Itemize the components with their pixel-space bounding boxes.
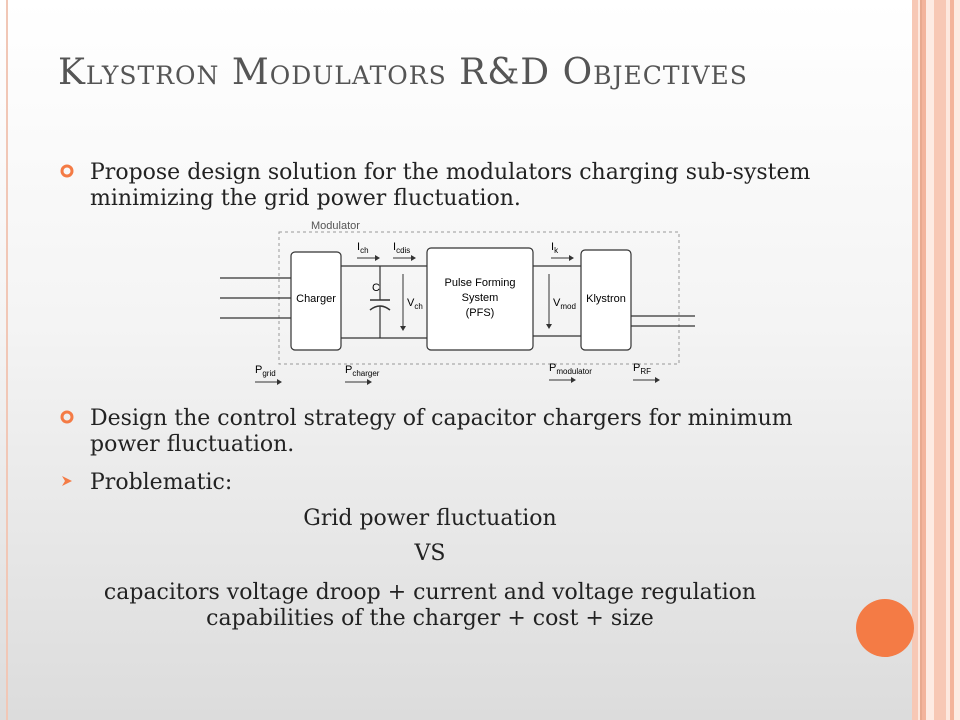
pfs-block: [426, 247, 534, 351]
klystron-block: [580, 249, 632, 351]
circle-bullet-icon: [60, 410, 74, 424]
modulator-block-diagram: Modulator Charger Ich Icdis C Vch Pulse …: [220, 220, 695, 385]
pfs-label-line3: (PFS): [466, 307, 495, 319]
decorative-side-line: [920, 0, 922, 720]
p-charger-label: Pcharger: [345, 364, 380, 378]
p-grid-label: Pgrid: [255, 364, 276, 378]
arrow-icon: [375, 255, 380, 261]
arrow-icon: [571, 377, 576, 383]
arrow-icon: [400, 326, 406, 331]
arrow-icon: [277, 379, 282, 385]
left-border-line: [6, 0, 8, 720]
arrowhead-bullet-icon: [62, 476, 72, 486]
centered-line-grid-fluctuation: Grid power fluctuation: [303, 506, 557, 531]
bullet-item-1: Propose design solution for the modulato…: [60, 160, 820, 212]
circle-bullet-icon: [60, 164, 74, 178]
pfs-label-line1: Pulse Forming: [445, 277, 516, 289]
arrow-icon: [569, 255, 574, 261]
klystron-label: Klystron: [586, 293, 626, 305]
arrow-icon: [411, 255, 416, 261]
modulator-label: Modulator: [311, 220, 360, 232]
centered-vs: VS: [414, 541, 446, 566]
i-k-label: Ik: [551, 241, 559, 255]
arrow-icon: [367, 379, 372, 385]
bullet-text-2: Design the control strategy of capacitor…: [90, 406, 793, 457]
i-cdis-label: Icdis: [393, 241, 410, 255]
arrow-icon: [546, 324, 552, 329]
p-rf-label: PRF: [633, 362, 651, 376]
i-ch-label: Ich: [357, 241, 369, 255]
bullet-text-1: Propose design solution for the modulato…: [90, 160, 811, 211]
slide-title: Klystron Modulators R&D Objectives: [58, 52, 748, 93]
charger-block: [290, 251, 342, 351]
v-mod-label: Vmod: [553, 297, 576, 311]
p-modulator-label: Pmodulator: [549, 362, 592, 376]
pfs-label-line2: System: [462, 292, 499, 304]
bullet-item-2: Design the control strategy of capacitor…: [60, 406, 820, 458]
capacitor-label: C: [372, 282, 380, 294]
charger-label: Charger: [296, 293, 336, 305]
arrow-icon: [655, 377, 660, 383]
decorative-orange-circle: [856, 599, 914, 657]
centered-line-capacitors: capacitors voltage droop + current and v…: [103, 580, 757, 631]
v-ch-label: Vch: [407, 297, 423, 311]
sub-bullet-text: Problematic:: [90, 470, 233, 495]
sub-bullet-problematic: Problematic:: [60, 470, 820, 496]
